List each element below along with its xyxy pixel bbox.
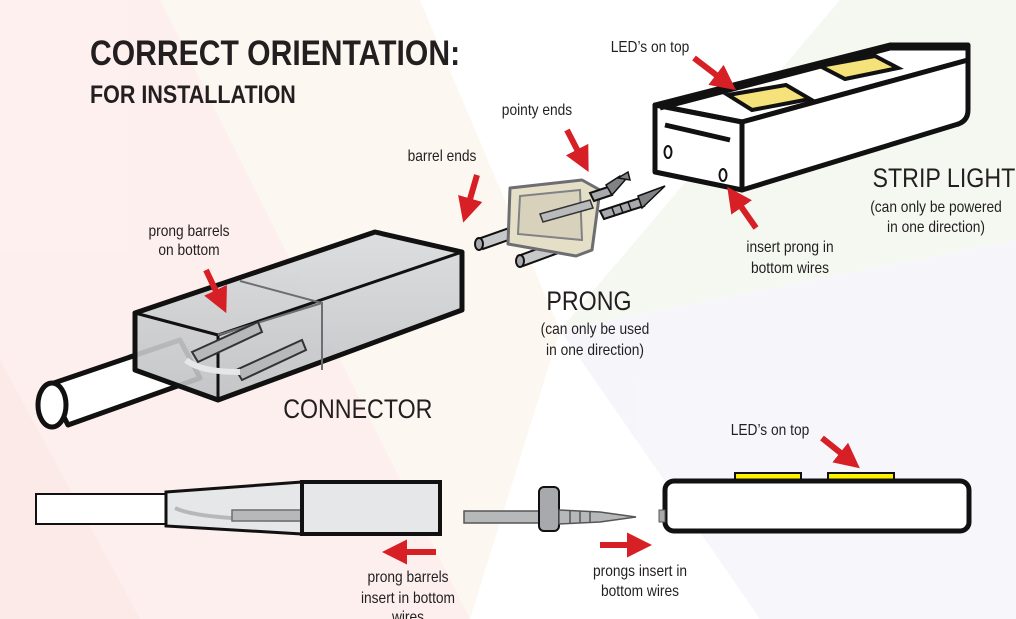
callout-pointy-ends: pointy ends	[501, 102, 573, 119]
callout-arrows	[203, 55, 860, 565]
strip-light-label: STRIP LIGHT	[872, 163, 1016, 193]
callout-prong-barrels-insert-2: insert in bottom	[360, 590, 456, 607]
arrow-prong-barrels	[203, 268, 227, 314]
callout-prongs-insert-2: bottom wires	[600, 583, 679, 600]
strip-light-3d	[652, 42, 971, 193]
prong-3d	[474, 170, 666, 268]
diagram-subtitle: FOR INSTALLATION	[90, 81, 296, 109]
connector-3d	[35, 229, 465, 430]
arrow-barrel-ends	[458, 174, 483, 223]
prong-note-1: (can only be used	[540, 321, 650, 338]
callout-barrel-ends: barrel ends	[407, 148, 477, 165]
side-view-strip-light	[658, 472, 972, 534]
callout-leds-top-upper: LED’s on top	[610, 39, 690, 56]
callout-insert-prong-1: insert prong in	[746, 239, 834, 256]
strip-light-note-2: in one direction)	[887, 219, 985, 236]
callout-insert-prong-2: bottom wires	[750, 260, 829, 277]
side-view-prong	[463, 486, 637, 532]
connector-label: CONNECTOR	[283, 394, 433, 424]
arrow-insert-prong	[727, 186, 759, 230]
strip-light-note-1: (can only be powered	[870, 199, 1002, 216]
arrow-pointy-ends	[564, 128, 589, 172]
led-chip-2	[813, 53, 904, 82]
side-view-connector	[35, 480, 442, 536]
callout-prong-barrels-1: prong barrels	[148, 223, 230, 240]
led-chip-1	[722, 82, 816, 113]
callout-prong-barrels-insert-3: wires	[391, 609, 425, 619]
callout-prongs-insert-1: prongs insert in	[592, 563, 688, 580]
diagram-title: CORRECT ORIENTATION:	[90, 34, 461, 73]
prong-note-2: in one direction)	[546, 342, 644, 359]
callout-prong-barrels-insert-1: prong barrels	[367, 569, 449, 586]
callout-leds-top-lower: LED’s on top	[730, 422, 810, 439]
prong-label: PRONG	[546, 286, 632, 316]
callout-prong-barrels-2: on bottom	[158, 242, 220, 259]
arrow-leds-top-upper	[692, 55, 737, 91]
arrow-leds-top-lower	[820, 435, 860, 469]
